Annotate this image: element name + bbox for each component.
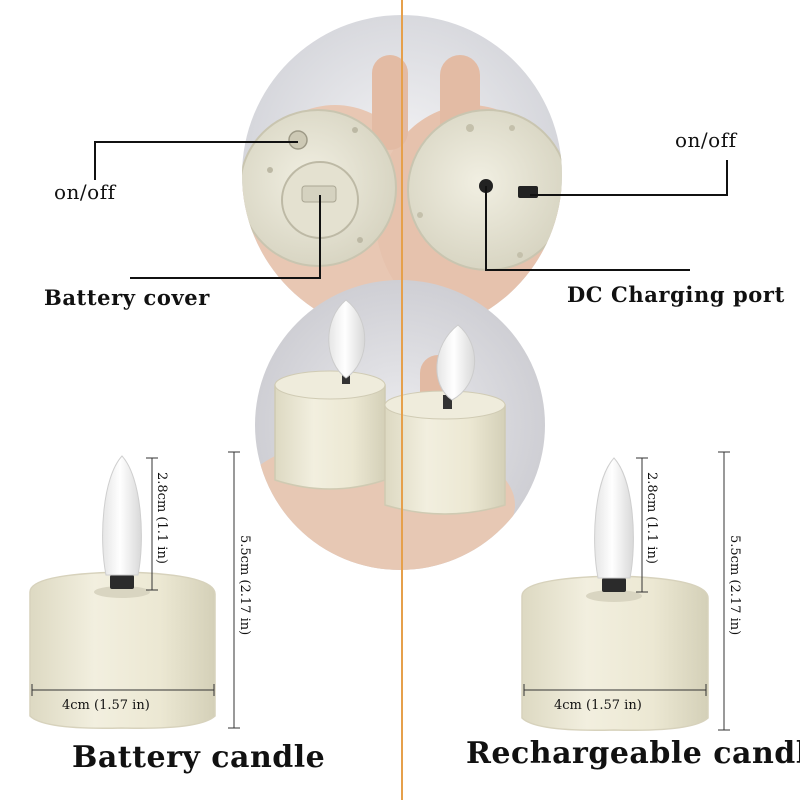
rechargeable-candle-drawing [521, 457, 709, 731]
rechargeable-total-height-label: 5.5cm (2.17 in) [727, 535, 742, 636]
battery-total-height-label: 5.5cm (2.17 in) [237, 535, 252, 636]
battery-candle-title: Battery candle [72, 740, 326, 775]
dc-charging-port-label: DC Charging port [567, 282, 785, 307]
dimension-lines [31, 451, 730, 731]
rechargeable-width-label: 4cm (1.57 in) [554, 698, 642, 713]
rechargeable-flame-height-label: 2.8cm (1.1 in) [644, 472, 659, 564]
battery-candle-drawing [29, 455, 216, 729]
candles-in-hand-photo [255, 280, 545, 570]
battery-flame-height-label: 2.8cm (1.1 in) [154, 472, 169, 564]
battery-cover-label: Battery cover [44, 285, 210, 310]
callout-lines [94, 141, 728, 279]
battery-on-off-label: on/off [54, 180, 116, 204]
battery-width-label: 4cm (1.57 in) [62, 698, 150, 713]
candle-bottom-photo [242, 15, 562, 335]
rechargeable-on-off-label: on/off [675, 128, 737, 152]
rechargeable-candle-title: Rechargeable candle [466, 736, 800, 771]
